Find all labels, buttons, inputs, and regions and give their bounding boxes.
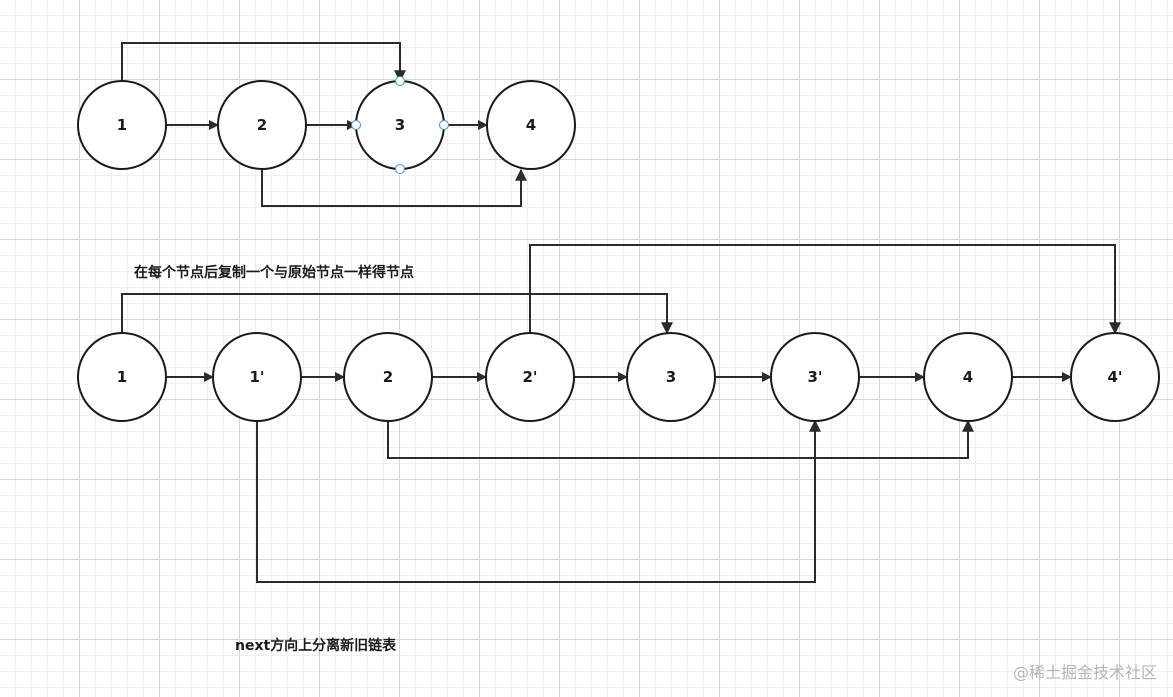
node-b2[interactable]: 2 xyxy=(343,332,433,422)
node-label: 3' xyxy=(807,368,822,386)
node-circle xyxy=(212,332,302,422)
edge-random-b2-to-b4 xyxy=(387,419,974,459)
node-label: 4 xyxy=(526,116,536,134)
node-t1[interactable]: 1 xyxy=(77,80,167,170)
node-label: 2 xyxy=(257,116,267,134)
node-circle xyxy=(626,332,716,422)
caption-split-step: next方向上分离新旧链表 xyxy=(235,638,397,654)
node-label: 1' xyxy=(249,368,264,386)
node-label: 2' xyxy=(522,368,537,386)
node-circle xyxy=(343,332,433,422)
node-label: 2 xyxy=(383,368,393,386)
node-b1p[interactable]: 1' xyxy=(212,332,302,422)
edge-random-b1p-to-b3p xyxy=(256,419,821,583)
node-label: 3 xyxy=(395,116,405,134)
node-b3p[interactable]: 3' xyxy=(770,332,860,422)
node-circle xyxy=(485,332,575,422)
node-b2p[interactable]: 2' xyxy=(485,332,575,422)
node-circle xyxy=(217,80,307,170)
nodes-layer: 1 2 3 4 1 1' 2 2' 3 3' 4 4' xyxy=(77,80,1160,422)
node-circle xyxy=(486,80,576,170)
node-circle xyxy=(770,332,860,422)
node-label: 1 xyxy=(117,116,127,134)
edges-layer xyxy=(121,42,1121,583)
node-label: 4' xyxy=(1107,368,1122,386)
connection-handle-right[interactable] xyxy=(439,120,449,130)
node-t2[interactable]: 2 xyxy=(217,80,307,170)
edge-random-b2p-to-b4p xyxy=(529,244,1121,335)
connection-handle-bottom[interactable] xyxy=(395,164,405,174)
node-b4[interactable]: 4 xyxy=(923,332,1013,422)
selection-handles xyxy=(351,76,449,174)
node-b4p[interactable]: 4' xyxy=(1070,332,1160,422)
edge-random-b1-to-b3 xyxy=(121,293,673,335)
node-b3[interactable]: 3 xyxy=(626,332,716,422)
node-circle xyxy=(1070,332,1160,422)
connection-handle-top[interactable] xyxy=(395,76,405,86)
caption-copy-step: 在每个节点后复制一个与原始节点一样得节点 xyxy=(134,265,414,281)
node-label: 1 xyxy=(117,368,127,386)
node-circle xyxy=(923,332,1013,422)
node-circle xyxy=(77,80,167,170)
edge-random-t1-to-t3 xyxy=(121,42,406,83)
connection-handle-left[interactable] xyxy=(351,120,361,130)
node-label: 3 xyxy=(666,368,676,386)
node-circle xyxy=(77,332,167,422)
node-label: 4 xyxy=(963,368,973,386)
node-b1[interactable]: 1 xyxy=(77,332,167,422)
node-t4[interactable]: 4 xyxy=(486,80,576,170)
watermark: @稀土掘金技术社区 xyxy=(1012,663,1157,682)
node-t3[interactable]: 3 xyxy=(355,80,445,170)
edge-random-t2-to-t4 xyxy=(261,168,527,207)
